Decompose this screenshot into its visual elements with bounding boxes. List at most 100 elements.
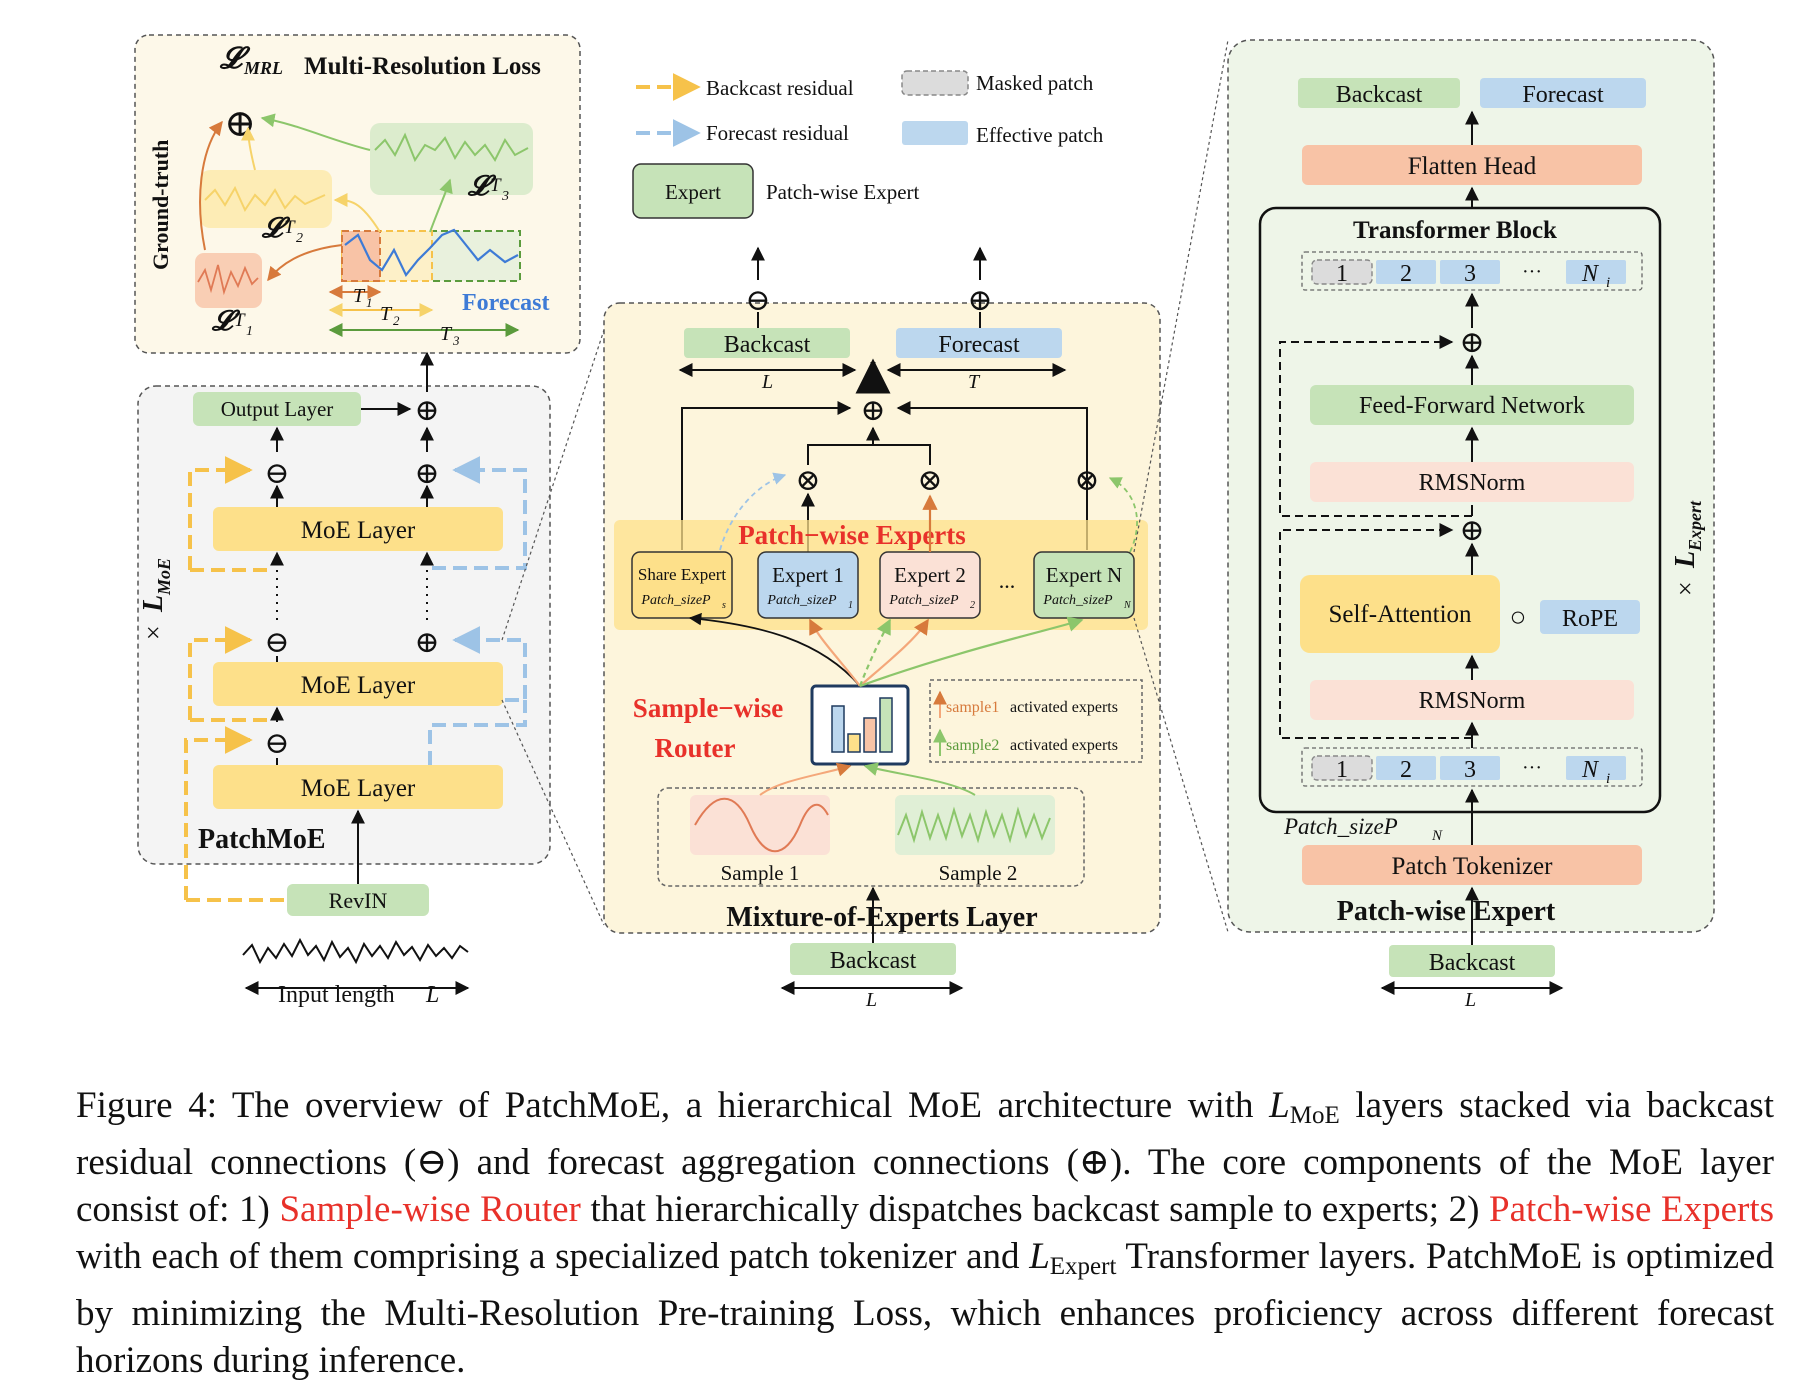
horizon-t3-var: T: [440, 323, 453, 345]
horizon-t1-sub: 1: [366, 295, 373, 310]
l-expert-sub: Expert: [1685, 500, 1705, 552]
patch-wise-expert-name: Patch-wise Expert: [1337, 896, 1556, 927]
stack-plus-2: ⊕: [414, 626, 439, 659]
expert-panel: Backcast Forecast Flatten Head Transform…: [1227, 39, 1715, 1011]
stack-l-moe-sub: MoE: [154, 558, 174, 596]
l-expert: L: [1670, 551, 1701, 569]
bottom-patch-2: 2: [1400, 757, 1412, 783]
moe-dim-l: L: [761, 371, 773, 393]
expert-1: Expert 1: [772, 563, 844, 587]
caption-l-moe-sub: MoE: [1289, 1102, 1340, 1129]
moe-layer-1: MoE Layer: [301, 517, 416, 544]
caption-l-expert: L: [1029, 1236, 1050, 1277]
loss-t1-sub: 1: [246, 324, 253, 339]
horizon-t2-var: T: [380, 303, 393, 325]
router-line-2: Router: [655, 733, 736, 763]
caption-l-moe: L: [1269, 1085, 1290, 1126]
expert-plus-mid: ⊕: [1459, 514, 1484, 547]
architecture-diagram: Backcast residual Forecast residual Mask…: [134, 34, 1715, 1011]
moe-backcast-out: Backcast: [724, 332, 811, 358]
caption-highlight-router: Sample-wise Router: [279, 1189, 581, 1230]
expert-n-patch-sub: N: [1123, 600, 1132, 611]
share-patch: Patch_sizeP: [640, 593, 711, 608]
input-length-var: L: [425, 982, 439, 1008]
top-patch-2: 2: [1400, 261, 1412, 287]
caption-l-expert-sub: Expert: [1049, 1253, 1117, 1280]
expert-ellipsis: ...: [999, 568, 1016, 593]
patch-experts-title: Patch−wise Experts: [738, 520, 966, 550]
patch-size-label: Patch_sizeP: [1283, 814, 1398, 839]
bottom-patch-n: N: [1581, 757, 1600, 783]
revin: RevIN: [329, 888, 388, 913]
expert-1-patch: Patch_sizeP: [766, 593, 837, 608]
rope: RoPE: [1562, 606, 1618, 632]
caption-p1: Figure 4: The overview of PatchMoE, a hi…: [76, 1085, 1270, 1126]
moe-panel: ⊖ ⊕ Backcast Forecast L T ⊕ ⊗ ⊗ ⊗ Patch−…: [603, 246, 1161, 1011]
legend-expert-box: Expert: [665, 180, 721, 204]
top-patch-dots: ···: [1522, 261, 1542, 283]
self-attention: Self-Attention: [1328, 601, 1472, 628]
expert-2-patch-sub: 2: [970, 600, 975, 611]
loss-title: Multi-Resolution Loss: [304, 53, 541, 80]
sample1-legend: sample1: [946, 699, 999, 716]
figure-caption: Figure 4: The overview of PatchMoE, a hi…: [76, 1082, 1774, 1384]
sample2-legend: sample2: [946, 737, 999, 754]
moe-dim-l-in: L: [865, 989, 877, 1011]
horizon-t2-sub: 2: [393, 313, 400, 328]
loss-t3-sub: 3: [501, 189, 509, 204]
top-patch-n: N: [1581, 261, 1600, 287]
patch-size-sub: N: [1431, 828, 1443, 844]
sample-1: Sample 1: [721, 861, 800, 885]
loss-panel: 𝓛 MRL Multi-Resolution Loss Ground-truth…: [134, 34, 581, 354]
legend-patch-wise-expert: Patch-wise Expert: [766, 180, 920, 204]
stack-plus-top: ⊕: [414, 394, 439, 427]
expert-2: Expert 2: [894, 563, 966, 587]
caption-p5: Transformer layers. PatchMoE is optimize…: [76, 1236, 1774, 1381]
stack-minus-2: ⊖: [264, 626, 289, 659]
transformer-block: Transformer Block: [1353, 217, 1557, 244]
moe-forecast-out: Forecast: [938, 332, 1020, 358]
moe-backcast-in: Backcast: [830, 948, 917, 974]
expert-backcast-in: Backcast: [1429, 950, 1516, 976]
share-patch-sub: s: [722, 600, 726, 611]
rmsnorm-1: RMSNorm: [1419, 470, 1526, 496]
bottom-patch-1: 1: [1336, 757, 1348, 783]
horizon-t3-sub: 3: [452, 333, 460, 348]
mrl-plus-symbol: ⊕: [224, 103, 256, 145]
caption-highlight-experts: Patch-wise Experts: [1489, 1189, 1775, 1230]
top-patch-3: 3: [1464, 261, 1476, 287]
ground-truth-label: Ground-truth: [148, 140, 173, 270]
expert-n: Expert N: [1046, 563, 1122, 587]
moe-times-n: ⊗: [1074, 464, 1099, 497]
loss-t2-sub: 2: [296, 231, 303, 246]
patch-tokenizer: Patch Tokenizer: [1392, 853, 1554, 880]
expert-2-patch: Patch_sizeP: [888, 593, 959, 608]
sample1-activated: activated experts: [1010, 699, 1118, 716]
stack-minus-3: ⊖: [264, 727, 289, 760]
expert-backcast: Backcast: [1336, 82, 1423, 108]
legend-backcast-residual: Backcast residual: [706, 76, 854, 100]
forecast-label: Forecast: [462, 290, 550, 316]
legend: Backcast residual Forecast residual Mask…: [632, 70, 1104, 219]
expert-dim-l-in: L: [1464, 989, 1476, 1011]
moe-plus-out: ⊕: [967, 284, 992, 317]
stack-panel: Output Layer ⊕ MoE Layer MoE Layer MoE L…: [137, 351, 551, 1008]
expert-n-patch: Patch_sizeP: [1042, 593, 1113, 608]
loss-t2-var: T: [284, 217, 296, 238]
horizon-t1-var: T: [353, 285, 366, 307]
stack-l-moe: L: [138, 595, 169, 613]
input-length-label: Input length: [278, 982, 395, 1008]
expert-times: ×: [1671, 581, 1700, 596]
legend-masked-patch: Masked patch: [976, 71, 1094, 95]
top-patch-n-sub: i: [1606, 275, 1610, 291]
sample-2: Sample 2: [939, 861, 1018, 885]
mrl-sub: MRL: [243, 58, 283, 78]
caption-p3: that hierarchically dispatches backcast …: [580, 1189, 1490, 1230]
bottom-patch-3: 3: [1464, 757, 1476, 783]
bottom-patch-n-sub: i: [1606, 771, 1610, 787]
moe-times-2: ⊗: [917, 464, 942, 497]
loss-t3-var: T: [490, 175, 502, 196]
ffn: Feed-Forward Network: [1359, 393, 1585, 419]
expert-forecast: Forecast: [1522, 82, 1604, 108]
top-patch-1: 1: [1336, 261, 1348, 287]
